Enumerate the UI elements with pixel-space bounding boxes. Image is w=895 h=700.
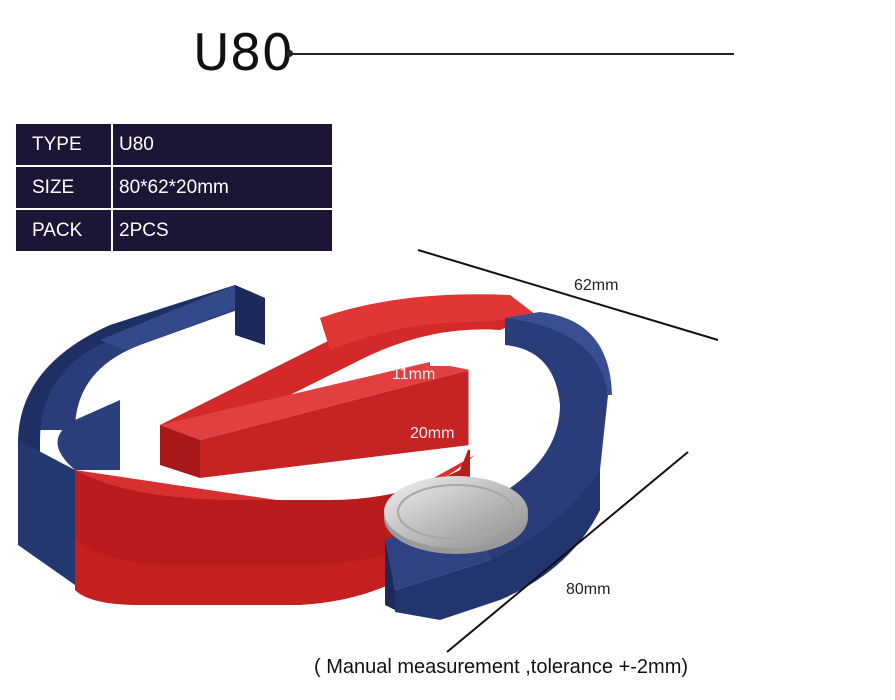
height-label: 20mm (410, 425, 455, 442)
spec-key: SIZE (16, 167, 111, 208)
back-magnet (18, 285, 265, 585)
title-underline (290, 53, 734, 55)
length-label: 80mm (566, 581, 611, 598)
length-dimension-line (446, 451, 689, 653)
measurement-note: ( Manual measurement ,tolerance +-2mm) (314, 656, 689, 678)
title-dot (286, 50, 293, 57)
spec-row-type: TYPE U80 (16, 124, 332, 165)
width-dimension-line (417, 249, 719, 341)
blue-magnet-half (385, 312, 612, 620)
spec-value: 80*62*20mm (113, 167, 332, 208)
spec-key: PACK (16, 210, 111, 251)
spec-row-pack: PACK 2PCS (16, 210, 332, 251)
thickness-label: 11mm (392, 366, 436, 383)
spec-value: U80 (113, 124, 332, 165)
coin-icon (384, 476, 528, 554)
spec-table: TYPE U80 SIZE 80*62*20mm PACK 2PCS (16, 124, 332, 253)
width-label: 62mm (574, 277, 619, 294)
spec-row-size: SIZE 80*62*20mm (16, 167, 332, 208)
red-magnet-half (75, 294, 540, 605)
spec-value: 2PCS (113, 210, 332, 251)
product-title: U80 (193, 24, 294, 82)
thickness-marker (430, 358, 472, 366)
spec-key: TYPE (16, 124, 111, 165)
